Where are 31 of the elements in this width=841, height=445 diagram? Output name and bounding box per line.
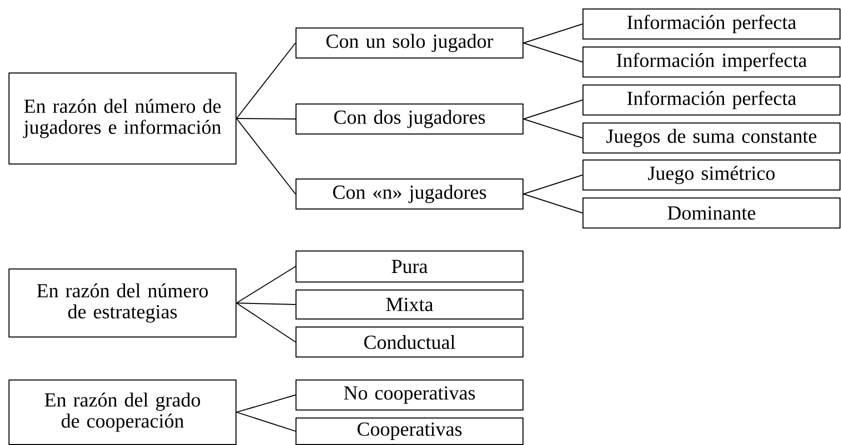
- connector-line: [236, 302, 296, 305]
- connector-line: [523, 24, 583, 44]
- option-box: Juego simétrico: [582, 160, 840, 190]
- option-box: Pura: [296, 250, 524, 282]
- option-box: Conductual: [296, 326, 524, 358]
- option-box: Dominante: [582, 198, 840, 228]
- connector-line: [523, 174, 583, 194]
- connector-line: [523, 118, 583, 138]
- category-box: En razón del número de estrategias: [8, 268, 236, 338]
- option-box: No cooperativas: [296, 380, 524, 410]
- connector-line: [236, 412, 296, 432]
- option-box: Con dos jugadores: [296, 104, 524, 134]
- connector-line: [523, 100, 583, 120]
- category-box: En razón del grado de cooperación: [8, 379, 236, 445]
- option-box: Mixta: [296, 290, 524, 320]
- connector-line: [236, 42, 296, 119]
- connector-line: [236, 394, 296, 413]
- category-box: En razón del número de jugadores e información: [8, 72, 236, 164]
- connector-line: [236, 118, 296, 120]
- option-box: Con «n» jugadores: [296, 178, 524, 210]
- connector-line: [236, 302, 296, 342]
- connector-line: [236, 118, 296, 194]
- option-box: Con un solo jugador: [296, 28, 524, 58]
- connector-line: [523, 194, 583, 214]
- option-box: Información imperfecta: [582, 46, 840, 78]
- option-box: Información perfecta: [582, 8, 840, 40]
- option-box: Información perfecta: [582, 84, 840, 116]
- option-box: Juegos de suma constante: [582, 122, 840, 154]
- connector-line: [236, 266, 296, 304]
- connector-line: [523, 42, 583, 62]
- option-box: Cooperativas: [296, 417, 524, 445]
